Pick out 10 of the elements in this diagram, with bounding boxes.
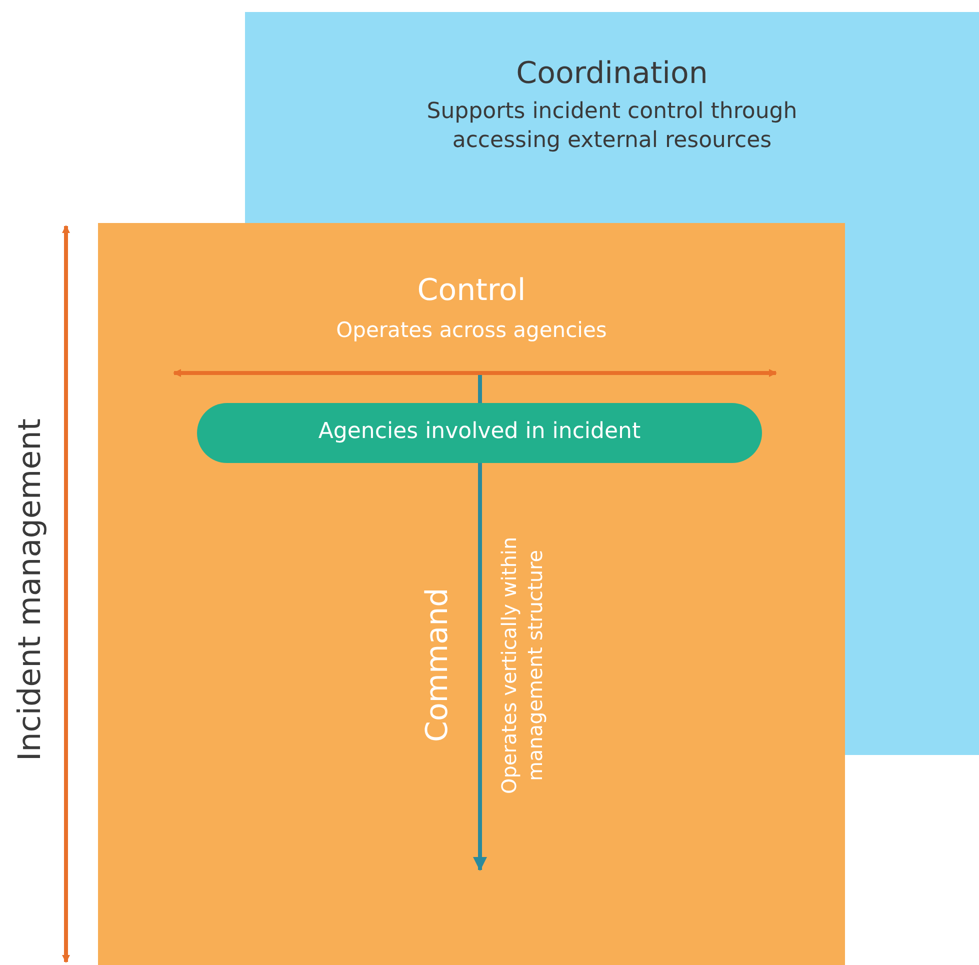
axis-label: Incident management <box>11 418 49 764</box>
command-description: Operates vertically within management structure <box>496 535 548 796</box>
coordination-panel <box>245 12 979 223</box>
pill-label: Agencies involved in incident <box>317 418 642 446</box>
panel-description: Supports incident control through accessing external resources <box>426 98 798 155</box>
panel-heading: Coordination <box>515 55 709 93</box>
command-label: Command <box>419 586 456 744</box>
panel-description: Operates across agencies <box>335 317 608 344</box>
panel-heading: Control <box>416 272 527 310</box>
control-panel <box>98 223 845 965</box>
